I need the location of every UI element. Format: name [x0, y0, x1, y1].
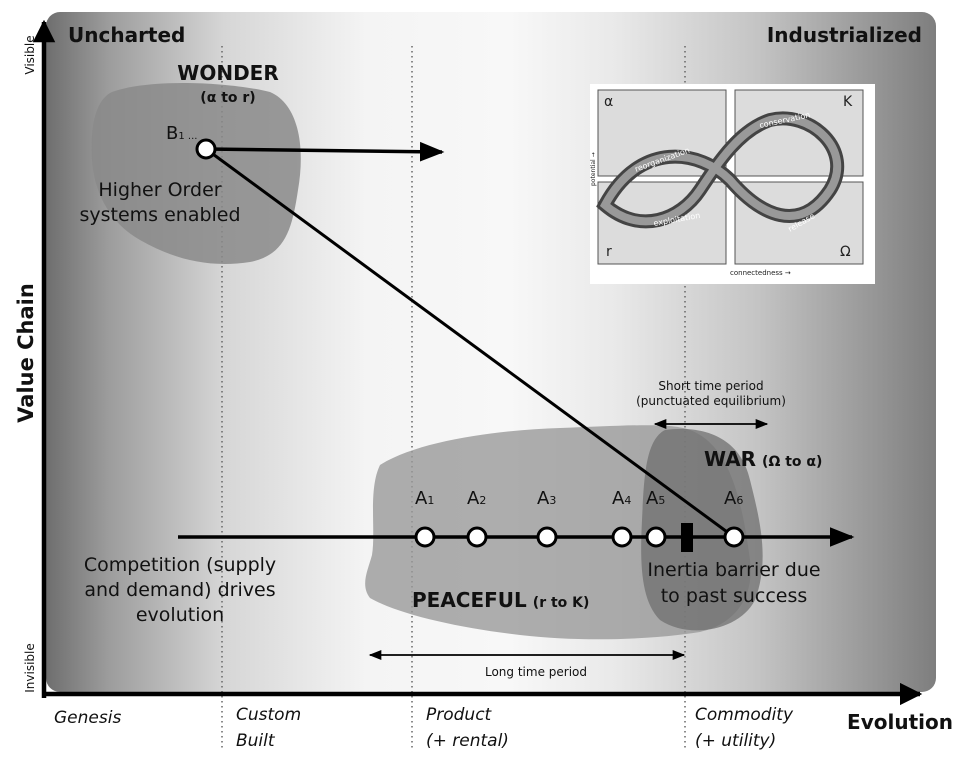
node-a2-label: A2 [467, 488, 486, 509]
wonder-node-sub: 1 ... [178, 131, 197, 142]
a-nodes: A1 A2 A3 A4 A5 A6 [414, 488, 745, 548]
node-a1 [414, 526, 436, 548]
adaptive-x-axis: connectedness → [730, 269, 791, 277]
node-a6-label: A6 [724, 488, 743, 509]
diagonal-connector [205, 147, 735, 539]
short-period-line2: (punctuated equilibrium) [636, 394, 786, 408]
short-period-line1: Short time period [658, 379, 763, 393]
quadrant-k: K [843, 94, 853, 110]
adaptive-cycle-figure: α K r Ω conservation reorganization expl… [590, 84, 875, 284]
industrialized-label: Industrialized [767, 23, 922, 47]
inertia-barrier [681, 523, 693, 552]
node-a1-label: A1 [415, 488, 434, 509]
peaceful-subtitle: (r to K) [533, 595, 590, 611]
wonder-subtitle: (α to r) [200, 90, 255, 106]
quadrant-alpha: α [604, 94, 613, 110]
y-axis-title: Value Chain [14, 283, 38, 423]
node-a5-label: A5 [646, 488, 665, 509]
wonder-region [91, 82, 301, 264]
stage-custom-line2: Built [236, 731, 276, 751]
stage-commodity-line1: Commodity [695, 705, 794, 725]
adaptive-y-axis: potential → [590, 152, 597, 186]
quadrant-r: r [606, 244, 612, 260]
node-a5 [645, 526, 667, 548]
y-axis-top-label: Visible [23, 35, 37, 74]
competition-line1: Competition (supply [84, 554, 276, 576]
stage-commodity-line2: (+ utility) [695, 731, 776, 751]
uncharted-label: Uncharted [68, 23, 185, 47]
wonder-desc-line2: systems enabled [79, 204, 240, 226]
axes [32, 19, 923, 706]
stage-product-line1: Product [426, 705, 493, 725]
node-a3 [536, 526, 558, 548]
stage-custom-line1: Custom [236, 705, 301, 725]
wonder-desc-line1: Higher Order [98, 179, 221, 201]
war-label: WAR(Ω to α) [704, 447, 822, 471]
war-region [641, 428, 763, 631]
inertia-line2: to past success [661, 585, 808, 607]
long-period-label: Long time period [485, 665, 587, 679]
wonder-node [195, 138, 217, 160]
node-a4-label: A4 [612, 488, 631, 509]
competition-line2: and demand) drives [84, 579, 275, 601]
wonder-arrow [205, 141, 445, 162]
competition-line3: evolution [136, 604, 224, 626]
peaceful-label: PEACEFUL(r to K) [412, 588, 589, 612]
stage-genesis: Genesis [54, 708, 121, 728]
wonder-title: WONDER [177, 61, 278, 85]
wonder-node-label: B1 ... [166, 123, 197, 144]
war-subtitle: (Ω to α) [762, 454, 822, 470]
stage-product-line2: (+ rental) [426, 731, 509, 751]
inertia-line1: Inertia barrier due [647, 559, 820, 581]
stage-labels: Genesis Custom Built Product (+ rental) … [54, 705, 794, 751]
x-axis-title: Evolution [847, 710, 953, 734]
quadrant-omega: Ω [840, 244, 851, 260]
node-a6 [723, 526, 745, 548]
node-a4 [611, 526, 633, 548]
y-axis-bottom-label: Invisible [23, 643, 37, 693]
node-a2 [466, 526, 488, 548]
node-a3-label: A3 [537, 488, 556, 509]
